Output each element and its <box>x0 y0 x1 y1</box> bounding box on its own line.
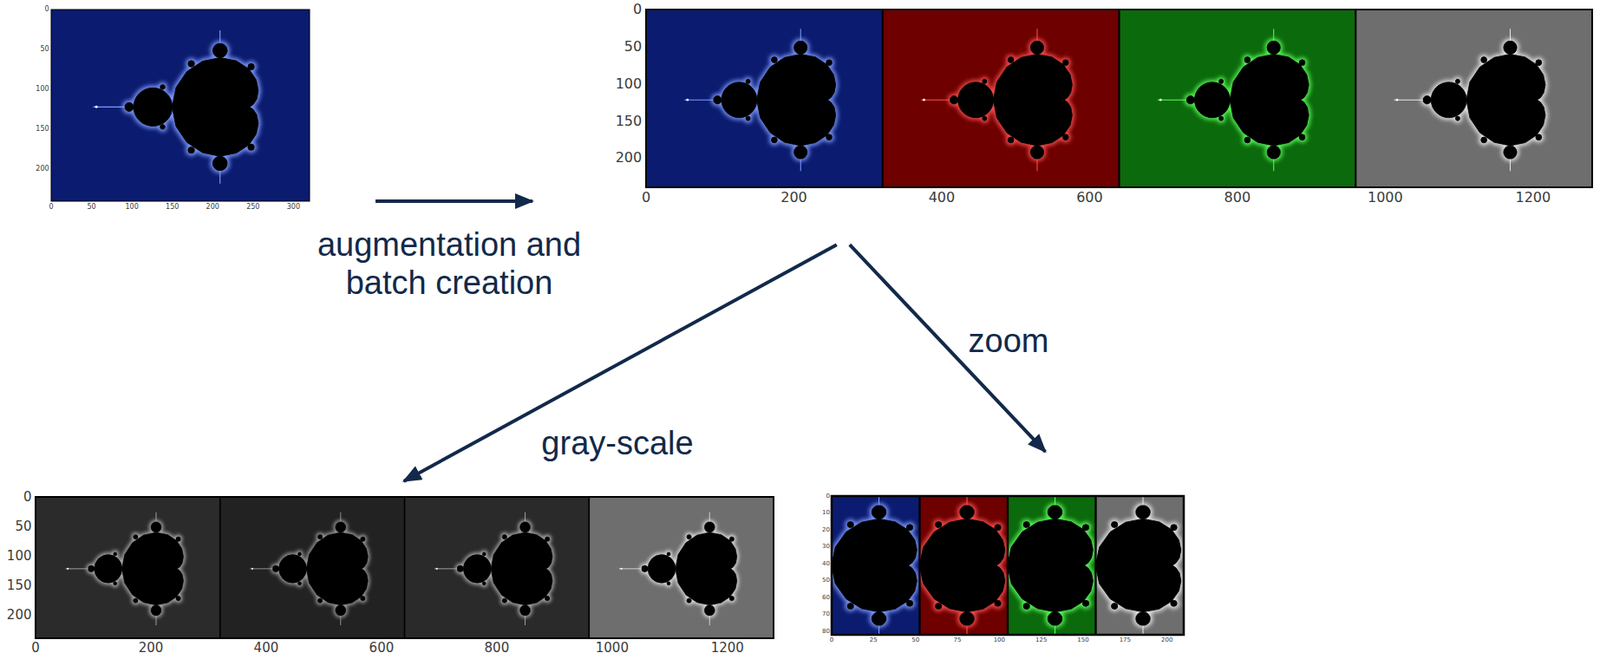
arrow-label: augmentation and batch creation <box>293 226 606 302</box>
tick-label: 0 <box>829 636 834 644</box>
tick-label: 30 <box>822 542 830 550</box>
tick-label: 1000 <box>595 640 629 656</box>
tick-label: 20 <box>822 526 830 534</box>
tick-label: 0 <box>48 202 53 212</box>
tick-label: 50 <box>624 38 642 55</box>
tick-label: 60 <box>822 594 830 601</box>
plot-panel: 0 50 100 150 200 0 50 100 150 200 250 300 <box>35 5 315 213</box>
tick-label: 1000 <box>1367 189 1404 206</box>
tick-label: 100 <box>993 636 1006 644</box>
tick-label: 40 <box>822 560 830 568</box>
tick-label: 200 <box>6 607 33 623</box>
arrow-label: gray-scale <box>504 424 731 464</box>
tick-label: 0 <box>825 492 830 500</box>
tick-label: 80 <box>822 627 830 635</box>
tick-label: 50 <box>86 202 96 212</box>
tick-label: 100 <box>35 84 49 94</box>
tick-label: 800 <box>484 640 510 656</box>
tick-label: 400 <box>254 640 280 656</box>
tick-label: 50 <box>822 576 830 584</box>
tick-label: 0 <box>45 5 50 14</box>
tick-label: 200 <box>615 149 643 166</box>
tick-label: 25 <box>869 636 878 644</box>
tick-label: 150 <box>6 577 33 594</box>
tick-label: 200 <box>780 189 808 206</box>
tick-label: 200 <box>206 202 220 212</box>
tick-label: 175 <box>1119 636 1131 644</box>
tick-label: 10 <box>822 509 830 516</box>
arrow-label: zoom <box>934 322 1083 361</box>
tick-label: 800 <box>1224 189 1252 206</box>
tick-label: 200 <box>138 640 164 656</box>
tick-label: 150 <box>35 124 49 134</box>
tick-label: 1200 <box>1515 189 1551 206</box>
tick-label: 50 <box>39 45 49 54</box>
tick-label: 200 <box>35 164 49 174</box>
tick-label: 1200 <box>711 640 745 656</box>
tick-label: 100 <box>615 75 643 92</box>
tick-label: 75 <box>953 636 962 644</box>
tick-label: 100 <box>6 548 33 564</box>
plot-panel: 0 50 100 150 200 0 200 400 600 800 1000 1200 <box>611 1 1600 209</box>
tick-label: 300 <box>287 202 301 212</box>
tick-label: 70 <box>822 610 830 618</box>
tick-label: 0 <box>23 489 33 505</box>
tick-label: 400 <box>928 189 956 206</box>
plot-panel: 010203040506070800255075100125150175200 <box>821 492 1189 645</box>
tick-label: 0 <box>31 640 40 656</box>
tick-label: 50 <box>911 636 920 644</box>
tick-label: 150 <box>1077 636 1089 644</box>
tick-label: 150 <box>615 112 643 130</box>
tick-label: 0 <box>633 0 642 18</box>
tick-label: 50 <box>14 518 32 535</box>
tick-label: 150 <box>165 202 179 212</box>
tick-label: 100 <box>124 202 138 212</box>
tick-label: 600 <box>369 640 395 656</box>
tick-label: 125 <box>1035 636 1047 644</box>
tick-label: 0 <box>641 189 651 206</box>
plot-panel: 0 50 100 150 200 0 200 400 600 800 1000 1200 <box>2 489 783 658</box>
tick-label: 600 <box>1076 189 1104 206</box>
tick-label: 200 <box>1161 636 1173 644</box>
tick-label: 250 <box>246 202 260 212</box>
arrow <box>375 199 533 203</box>
